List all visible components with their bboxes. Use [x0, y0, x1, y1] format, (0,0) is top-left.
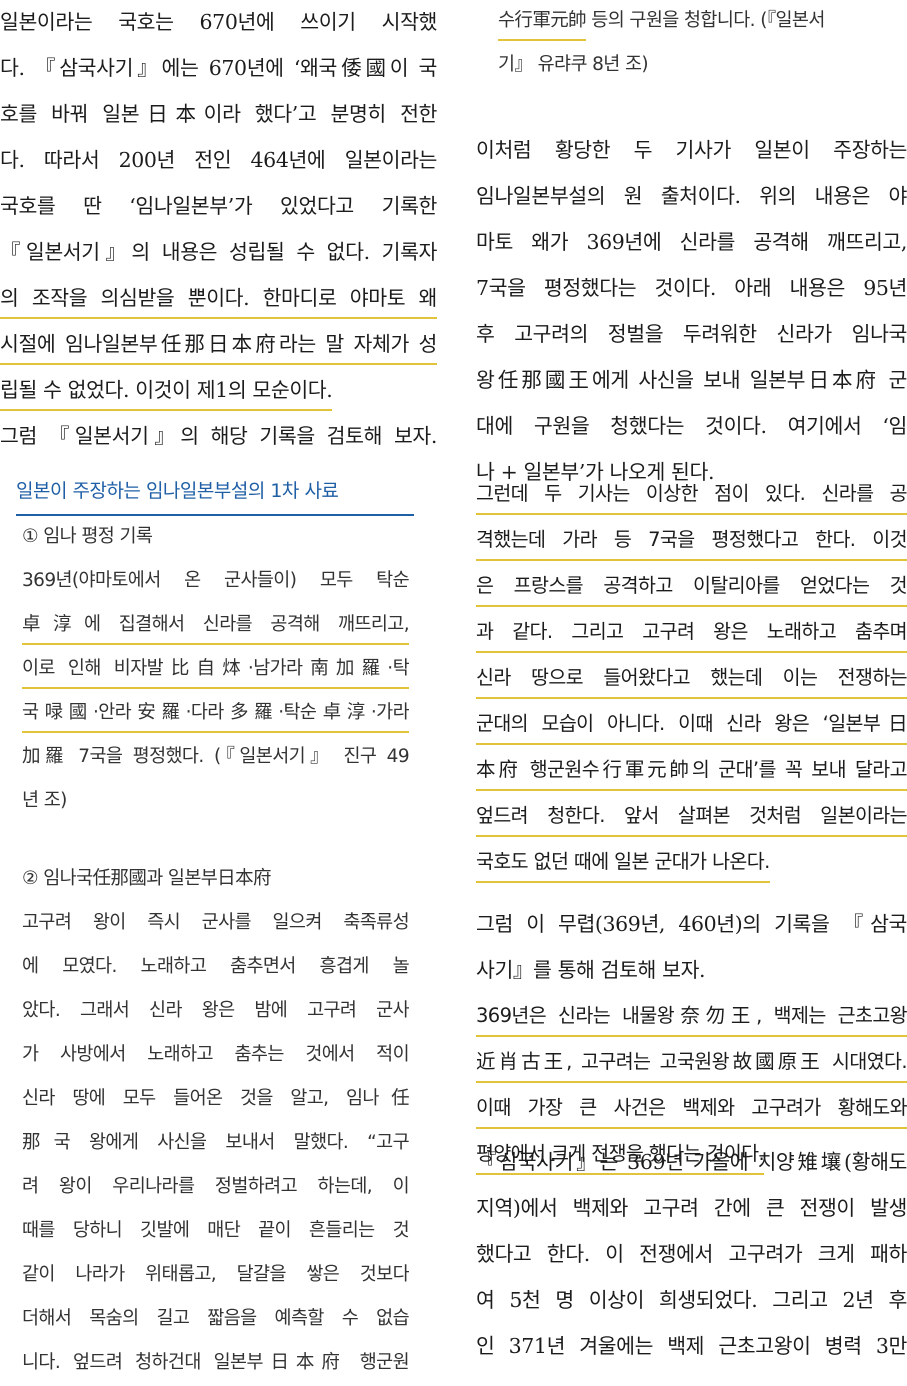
- highlight: 의 조작을 의심받을 뿐이다. 한마디로 야마토 왜: [0, 279, 437, 319]
- text-line: 기』 유랴쿠 8년 조): [498, 54, 649, 75]
- text-line: 대에 구원을 청했다는 것이다. 여기에서 ‘임: [476, 414, 907, 438]
- text-line-highlighted: 의 조작을 의심받을 뿐이다. 한마디로 야마토 왜: [0, 276, 437, 322]
- text-line: 에 모였다. 노래하고 춤추면서 흥겹게 놀: [22, 956, 409, 977]
- highlight: 신라 땅으로 들어왔다고 했는데 이는 전쟁하는: [476, 659, 907, 699]
- text-line: 왕任那國王에게 사신을 보내 일본부日本府 군: [476, 368, 907, 392]
- text-line: 때를 당하니 깃발에 매단 끝이 흔들리는 것: [22, 1220, 409, 1241]
- item-title: ① 임나 평정 기록: [22, 526, 153, 547]
- highlight: 국호도 없던 때에 일본 군대가 나온다.: [476, 843, 770, 883]
- text-line: 다. 따라서 200년 전인 464년에 일본이라는: [0, 148, 437, 172]
- text-line: 가 사방에서 노래하고 춤추는 것에서 적이: [22, 1044, 409, 1065]
- highlight: 엎드려 청한다. 앞서 살펴본 것처럼 일본이라는: [476, 797, 907, 837]
- text-line: 마토 왜가 369년에 신라를 공격해 깨뜨리고,: [476, 230, 907, 254]
- text-line: 那국 왕에게 사신을 보내서 말했다. “고구: [22, 1132, 409, 1153]
- source-item-2: ② 임나국任那國과 일본부日本府 고구려 왕이 즉시 군사를 일으켜 축족류성 …: [0, 858, 409, 1386]
- text-line: 여 5천 명 이상이 희생되었다. 그리고 2년 후: [476, 1288, 907, 1312]
- contradiction-paragraph: 그런데 두 기사는 이상한 점이 있다. 신라를 공 격했는데 가라 등 7국을…: [476, 472, 907, 886]
- text-line-highlighted: 卓淳에 집결해서 신라를 공격해 깨뜨리고,: [22, 604, 409, 648]
- text-line-highlighted: 이때 가장 큰 사건은 백제와 고구려가 황해도와: [476, 1086, 907, 1132]
- highlight: 그런데 두 기사는 이상한 점이 있다. 신라를 공: [476, 475, 907, 515]
- era-paragraph: 369년은 신라는 내물왕奈勿王, 백제는 근초고왕 近肖古王, 고구려는 고국…: [476, 994, 907, 1178]
- text-line-highlighted: 국호도 없던 때에 일본 군대가 나온다.: [476, 840, 907, 886]
- text-line: 인 371년 겨울에는 백제 근초고왕이 병력 3만: [476, 1334, 907, 1358]
- highlight: 近肖古王, 고구려는 고국원왕故國原王 시대였다.: [476, 1043, 907, 1083]
- text-line-highlighted: 시절에 임나일본부任那日本府라는 말 자체가 성: [0, 322, 437, 368]
- text-line: 임나일본부설의 원 출처이다. 위의 내용은 야: [476, 184, 907, 208]
- highlight: 격했는데 가라 등 7국을 평정했다고 한다. 이것: [476, 521, 907, 561]
- intro-paragraph: 일본이라는 국호는 670년에 쓰이기 시작했 다. 『삼국사기』에는 670년…: [0, 0, 437, 460]
- highlight: 평양에서 크게 전쟁을 했다는 것이다.: [476, 1135, 765, 1175]
- text-line: 다. 『삼국사기』에는 670년에 ‘왜국倭國이 국: [0, 56, 437, 80]
- text-line: 그럼 이 무렵(369년, 460년)의 기록을 『삼국: [476, 912, 907, 936]
- highlight: 군대의 모습이 아니다. 이때 신라 왕은 ‘일본부日: [476, 705, 907, 745]
- text-line: 더해서 목숨의 길고 짧음을 예측할 수 없습: [22, 1308, 409, 1329]
- source-item-1: ① 임나 평정 기록 369년(야마토에서 온 군사들이) 모두 탁순 卓淳에 …: [0, 516, 409, 824]
- highlight: 이때 가장 큰 사건은 백제와 고구려가 황해도와: [476, 1089, 907, 1129]
- analysis-paragraph: 이처럼 황당한 두 기사가 일본이 주장하는 임나일본부설의 원 출처이다. 위…: [476, 128, 907, 496]
- highlight: 本府 행군원수行軍元帥의 군대’를 꼭 보내 달라고: [476, 751, 907, 791]
- source-item-2-continued: 수行軍元帥 등의 구원을 청합니다. (『일본서 기』 유랴쿠 8년 조): [476, 0, 885, 88]
- text-line: 사기』를 통해 검토해 보자.: [476, 958, 706, 982]
- text-line: 같이 나라가 위태롭고, 달걀을 쌓은 것보다: [22, 1264, 409, 1285]
- highlight: 수行軍元帥: [498, 3, 587, 41]
- text-line: 7국을 평정했다는 것이다. 아래 내용은 95년: [476, 276, 907, 300]
- text-line: 일본이라는 국호는 670년에 쓰이기 시작했: [0, 10, 437, 34]
- text-line: 나 + 일본부’가 나오게 된다.: [476, 460, 715, 484]
- text-line-highlighted: 평양에서 크게 전쟁을 했다는 것이다.: [476, 1132, 907, 1178]
- text-line: 려 왕이 우리나라를 정벌하려고 하는데, 이: [22, 1176, 409, 1197]
- highlight: 시절에 임나일본부任那日本府라는 말 자체가 성: [0, 325, 437, 365]
- review-intro-paragraph: 그럼 이 무렵(369년, 460년)의 기록을 『삼국 사기』를 통해 검토해…: [476, 902, 907, 994]
- text-line: 국호를 딴 ‘임나일본부’가 있었다고 기록한: [0, 194, 437, 218]
- text-line: 았다. 그래서 신라 왕은 밤에 고구려 군사: [22, 1000, 409, 1021]
- text-line-highlighted: 이로 인해 비자발比自㶱·남가라南加羅·탁: [22, 648, 409, 692]
- text-line-highlighted: 『일본서기』의 내용은 성립될 수 없다. 기록자: [0, 240, 437, 264]
- text-line: 했다고 한다. 이 전쟁에서 고구려가 크게 패하: [476, 1242, 907, 1266]
- highlight: 卓淳에 집결해서 신라를 공격해 깨뜨리고,: [22, 607, 409, 645]
- text-line: 그럼 『일본서기』의 해당 기록을 검토해 보자.: [0, 424, 437, 448]
- text-line: 후 고구려의 정벌을 두려워한 신라가 임나국: [476, 322, 907, 346]
- text-line: 년 조): [22, 790, 67, 811]
- highlight: 369년은 신라는 내물왕奈勿王, 백제는 근초고왕: [476, 997, 907, 1037]
- text-line-highlighted: 신라 땅으로 들어왔다고 했는데 이는 전쟁하는: [476, 656, 907, 702]
- highlight: 이로 인해 비자발比自㶱·남가라南加羅·탁: [22, 651, 409, 689]
- text-line-highlighted: 그런데 두 기사는 이상한 점이 있다. 신라를 공: [476, 472, 907, 518]
- source-box-title: 일본이 주장하는 임나일본부설의 1차 사료: [16, 470, 414, 516]
- text-line: 수行軍元帥 등의 구원을 청합니다. (『일본서: [498, 0, 885, 44]
- text-line: 『삼국사기』는 369년 가을에 치양雉壤(황해도: [476, 1150, 907, 1174]
- text-line-highlighted: 국㖨國·안라安羅·다라多羅·탁순卓淳·가라: [22, 692, 409, 736]
- highlight: 은 프랑스를 공격하고 이탈리아를 얻었다는 것: [476, 567, 907, 607]
- text-line-highlighted: 近肖古王, 고구려는 고국원왕故國原王 시대였다.: [476, 1040, 907, 1086]
- text-line: 호를 바꿔 일본日本이라 했다’고 분명히 전한: [0, 102, 437, 126]
- text-line-highlighted: 은 프랑스를 공격하고 이탈리아를 얻었다는 것: [476, 564, 907, 610]
- highlight: 과 같다. 그리고 고구려 왕은 노래하고 춤추며: [476, 613, 907, 653]
- text-line: 지역)에서 백제와 고구려 간에 큰 전쟁이 발생: [476, 1196, 907, 1220]
- text-line: 니다. 엎드려 청하건대 일본부日本府 행군원: [22, 1352, 409, 1373]
- text-line: 이처럼 황당한 두 기사가 일본이 주장하는: [476, 138, 907, 162]
- text-line-highlighted: 369년은 신라는 내물왕奈勿王, 백제는 근초고왕: [476, 994, 907, 1040]
- highlight: 국㖨國·안라安羅·다라多羅·탁순卓淳·가라: [22, 695, 409, 733]
- highlight: 립될 수 없었다. 이것이 제1의 모순이다.: [0, 371, 333, 411]
- text-line: 加羅 7국을 평정했다. (『일본서기』 진구 49: [22, 746, 409, 767]
- text-line-highlighted: 과 같다. 그리고 고구려 왕은 노래하고 춤추며: [476, 610, 907, 656]
- item-title: ② 임나국任那國과 일본부日本府: [22, 868, 271, 889]
- text-line-highlighted: 립될 수 없었다. 이것이 제1의 모순이다.: [0, 368, 437, 414]
- text-line-highlighted: 本府 행군원수行軍元帥의 군대’를 꼭 보내 달라고: [476, 748, 907, 794]
- text-line: 고구려 왕이 즉시 군사를 일으켜 축족류성: [22, 912, 409, 933]
- text-line-highlighted: 격했는데 가라 등 7국을 평정했다고 한다. 이것: [476, 518, 907, 564]
- text-line: 신라 땅에 모두 들어온 것을 알고, 임나任: [22, 1088, 409, 1109]
- war-paragraph: 『삼국사기』는 369년 가을에 치양雉壤(황해도 지역)에서 백제와 고구려 …: [476, 1140, 907, 1370]
- text-line: 369년(야마토에서 온 군사들이) 모두 탁순: [22, 570, 409, 591]
- text-line-highlighted: 군대의 모습이 아니다. 이때 신라 왕은 ‘일본부日: [476, 702, 907, 748]
- text-line-highlighted: 엎드려 청한다. 앞서 살펴본 것처럼 일본이라는: [476, 794, 907, 840]
